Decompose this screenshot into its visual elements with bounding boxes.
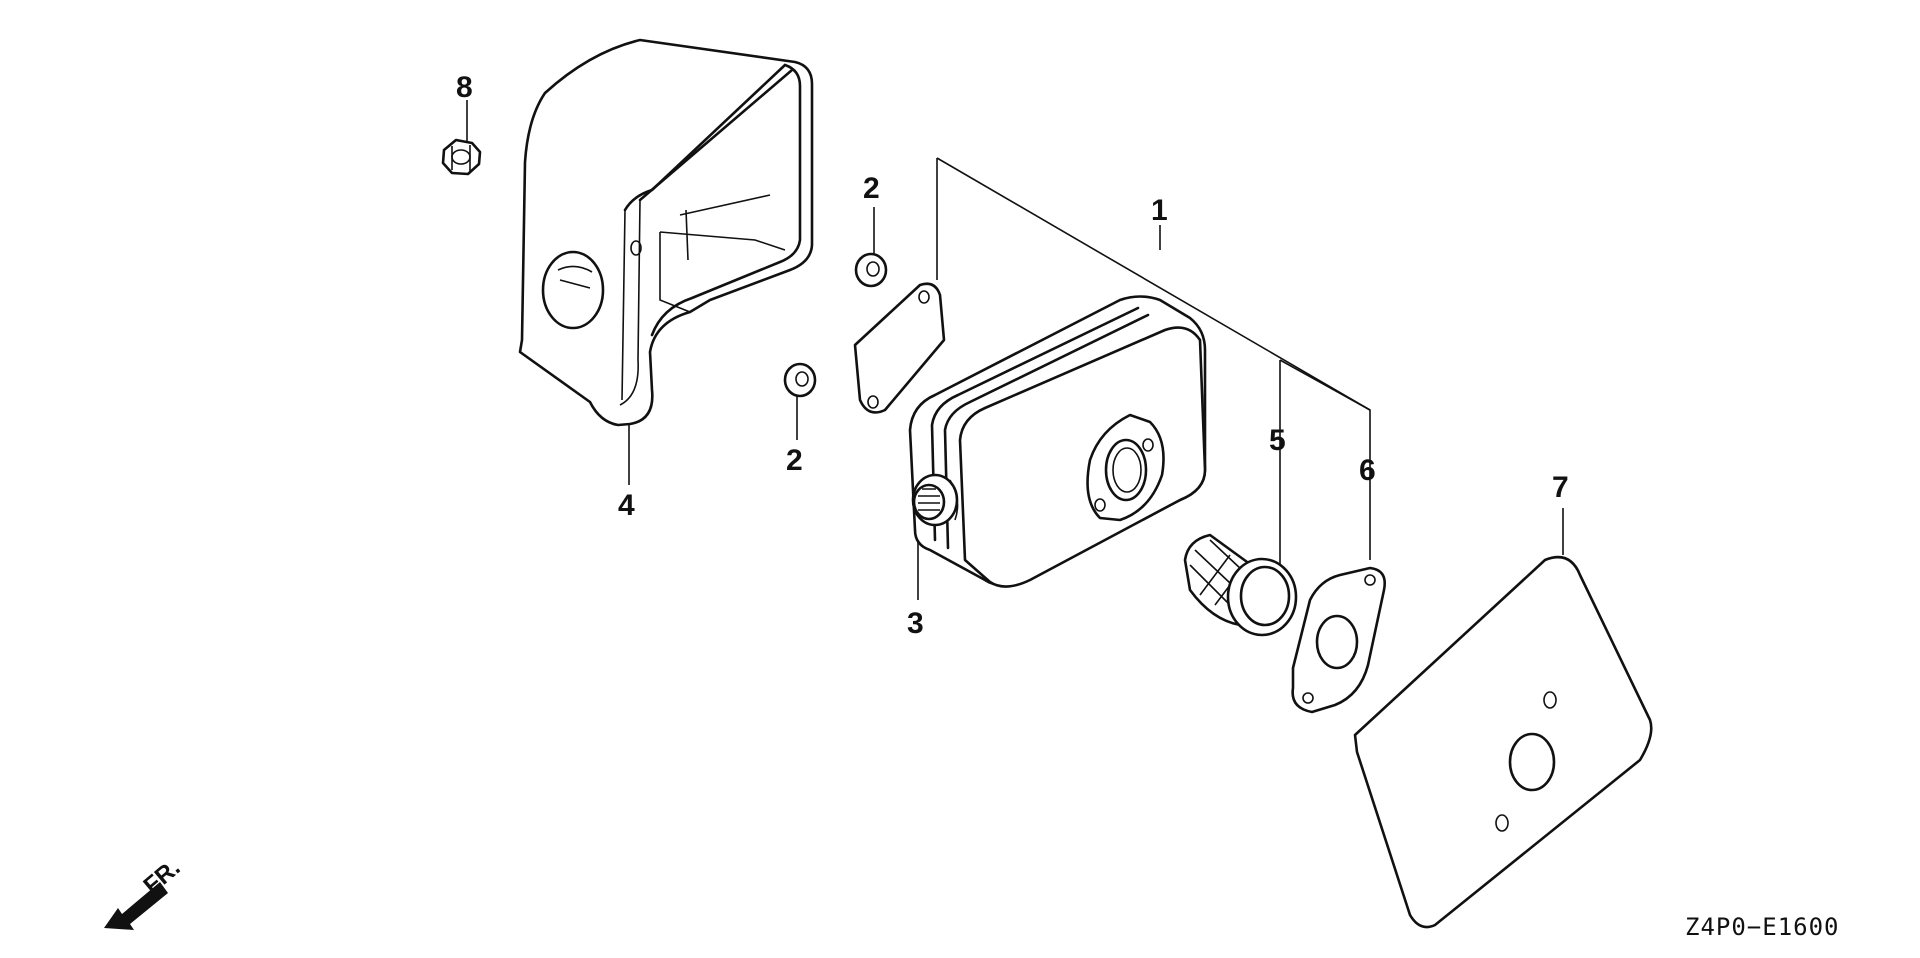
callout-5: 5 xyxy=(1269,424,1286,457)
part-6-gasket[interactable] xyxy=(1291,566,1386,714)
front-direction-arrow-icon xyxy=(104,882,168,930)
part-8-flange-nut[interactable] xyxy=(441,138,482,176)
part-7-heat-shield[interactable] xyxy=(1353,555,1653,929)
front-direction-label: FR. xyxy=(139,854,186,900)
part-5-spark-arrester[interactable] xyxy=(1183,533,1298,637)
assembly-bracket-1 xyxy=(936,157,1371,565)
diagram-code: Z4P0−E1600 xyxy=(1685,913,1840,941)
part-3-gasket-plate[interactable] xyxy=(853,282,946,414)
part-3-muffler[interactable] xyxy=(908,295,1207,588)
callout-2-lower: 2 xyxy=(786,444,803,477)
part-2-washer-upper[interactable] xyxy=(854,252,888,288)
callout-6: 6 xyxy=(1359,454,1376,487)
part-2-washer-lower[interactable] xyxy=(783,362,817,398)
callout-8: 8 xyxy=(456,71,473,104)
callout-7: 7 xyxy=(1552,471,1569,504)
callout-3: 3 xyxy=(907,607,924,640)
part-4-muffler-protector[interactable] xyxy=(518,38,814,427)
callout-2-upper: 2 xyxy=(863,172,880,205)
callout-4: 4 xyxy=(618,489,635,522)
callout-1: 1 xyxy=(1151,194,1168,227)
